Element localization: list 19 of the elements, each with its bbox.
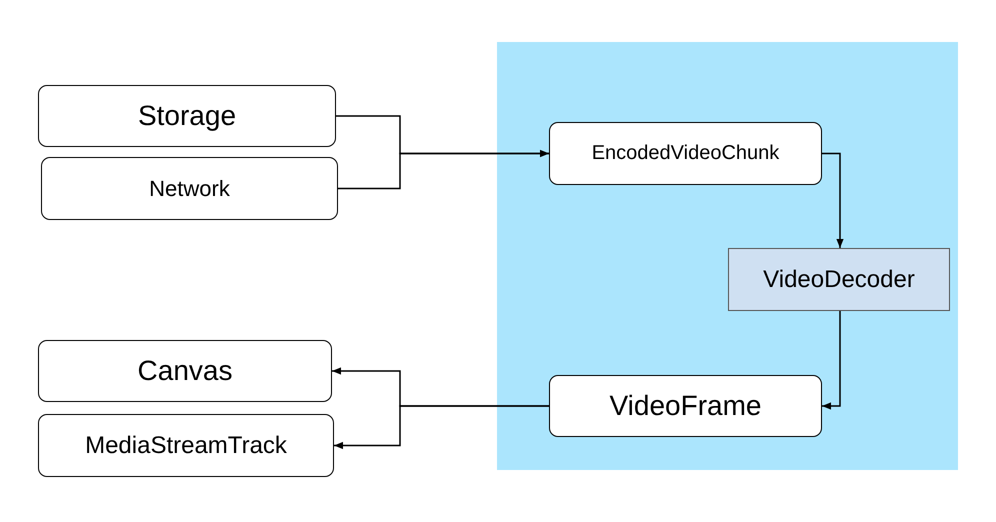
data-box bbox=[549, 122, 822, 185]
output-box bbox=[38, 414, 334, 477]
data-box bbox=[549, 375, 822, 437]
arrow bbox=[334, 405, 549, 450]
decoder-box bbox=[728, 248, 950, 311]
node-label: Network bbox=[149, 176, 230, 202]
arrow bbox=[822, 311, 841, 410]
source-box bbox=[38, 85, 336, 147]
output-box bbox=[38, 340, 332, 402]
node-label: VideoFrame bbox=[609, 390, 762, 422]
source-box bbox=[41, 157, 338, 220]
arrow bbox=[822, 152, 844, 248]
arrow bbox=[338, 150, 549, 190]
node-label: VideoDecoder bbox=[763, 266, 915, 294]
webcodecs-panel bbox=[497, 42, 958, 470]
node-label: MediaStreamTrack bbox=[85, 432, 287, 460]
node-label: Storage bbox=[138, 100, 236, 132]
node-label: Canvas bbox=[138, 355, 232, 387]
node-label: EncodedVideoChunk bbox=[592, 142, 780, 165]
